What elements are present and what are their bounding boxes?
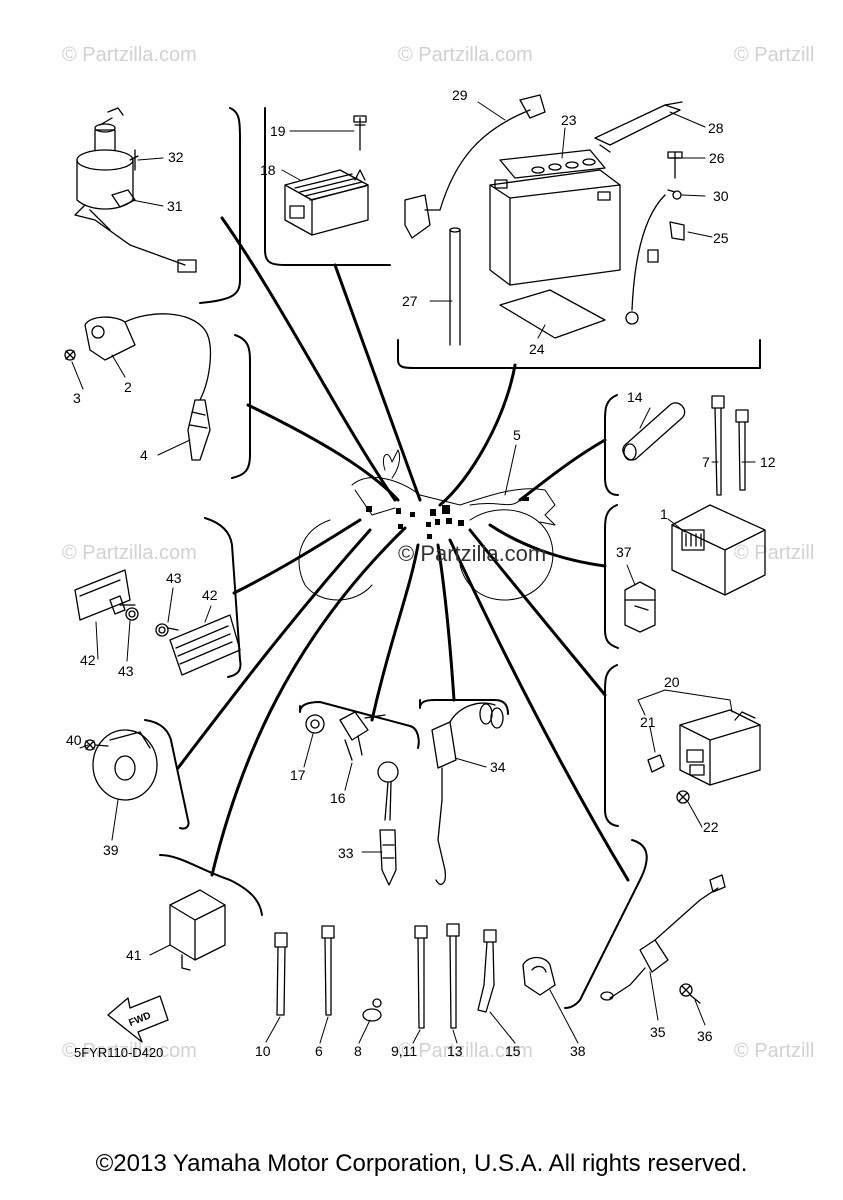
plug-lead-icon <box>377 761 399 886</box>
part-label-27: 27 <box>402 293 418 309</box>
group-brackets <box>144 107 761 1009</box>
minus-lead-icon <box>625 151 685 325</box>
part-label-40: 40 <box>66 732 82 748</box>
cable-tie-icon <box>711 395 725 496</box>
horn-icon <box>84 729 158 801</box>
relay-icon <box>624 581 656 633</box>
watermark: © Partzilla.com <box>62 1040 197 1062</box>
part-label-35: 35 <box>650 1024 666 1040</box>
part-label-41: 41 <box>126 947 142 963</box>
cable-tie-icon <box>446 923 460 1029</box>
part-label-16: 16 <box>330 790 346 806</box>
center-watermark: © Partzilla.com <box>398 541 547 566</box>
part-label-43: 43 <box>166 570 182 586</box>
part-label-3: 3 <box>73 390 81 406</box>
front-reflector-icon <box>155 614 241 676</box>
watermark: © Partzilla.com <box>62 542 197 564</box>
part-label-9-11: 9,11 <box>391 1043 417 1059</box>
main-switch-icon <box>74 107 197 273</box>
part-labels: 1 2 3 4 5 6 7 8 9,11 10 12 13 14 15 16 1… <box>66 87 776 1059</box>
battery-pad-icon <box>499 289 606 339</box>
turn-relay-icon <box>169 889 226 971</box>
part-label-19: 19 <box>270 123 286 139</box>
fwd-label: FWD <box>127 1010 152 1029</box>
cable-tie-icon <box>414 925 428 1029</box>
breather-hose-icon <box>449 227 461 346</box>
holder-icon <box>522 956 556 996</box>
band-icon <box>274 932 288 1016</box>
sensor-icon <box>600 874 726 1004</box>
part-label-8: 8 <box>354 1043 362 1059</box>
forward-arrow-icon <box>107 995 169 1043</box>
part-label-25: 25 <box>713 230 729 246</box>
watermark: © Partzilla.com <box>398 1040 533 1062</box>
part-label-36: 36 <box>697 1028 713 1044</box>
part-label-23: 23 <box>561 112 577 128</box>
part-label-26: 26 <box>709 150 725 166</box>
part-label-32: 32 <box>168 149 184 165</box>
part-label-22: 22 <box>703 819 719 835</box>
part-label-6: 6 <box>315 1043 323 1059</box>
connector-nodes <box>366 497 529 539</box>
part-label-21: 21 <box>640 714 656 730</box>
neutral-switch-icon <box>305 711 386 761</box>
cable-tie-icon <box>321 925 335 1016</box>
ignition-coil-icon <box>64 313 212 461</box>
part-label-42: 42 <box>80 652 96 668</box>
part-label-15: 15 <box>505 1043 521 1059</box>
part-label-12: 12 <box>760 454 776 470</box>
part-label-1: 1 <box>660 506 668 522</box>
part-label-34: 34 <box>490 759 506 775</box>
cdi-unit-icon <box>671 504 766 596</box>
part-label-33: 33 <box>338 845 354 861</box>
watermark: © Partzill <box>734 542 815 564</box>
part-label-17: 17 <box>290 767 306 783</box>
rectifier-regulator-icon <box>284 115 369 236</box>
leader-lines <box>176 216 630 882</box>
part-label-39: 39 <box>103 842 119 858</box>
clip-icon <box>362 998 382 1022</box>
cable-tie-icon <box>735 409 749 491</box>
watermark: © Partzill <box>734 44 815 66</box>
motorcycle-silhouette <box>298 449 556 601</box>
cable-tie-icon <box>477 929 497 1013</box>
diagram-code: 5FYR110-D420 <box>74 1045 164 1060</box>
watermark: © Partzilla.com <box>62 44 197 66</box>
part-label-30: 30 <box>713 188 729 204</box>
watermark: © Partzilla.com <box>398 44 533 66</box>
part-label-38: 38 <box>570 1043 586 1059</box>
part-label-31: 31 <box>167 198 183 214</box>
part-label-2: 2 <box>124 379 132 395</box>
starter-relay-icon <box>647 709 761 804</box>
part-label-13: 13 <box>447 1043 463 1059</box>
part-label-42: 42 <box>202 587 218 603</box>
switch-lead-icon <box>431 702 504 885</box>
hose-icon <box>622 402 686 461</box>
battery-icon <box>489 149 621 286</box>
part-label-7: 7 <box>702 454 710 470</box>
part-label-14: 14 <box>627 389 643 405</box>
part-label-24: 24 <box>529 341 545 357</box>
part-label-10: 10 <box>255 1043 271 1059</box>
part-label-43: 43 <box>118 663 134 679</box>
label-pointers <box>71 101 756 1044</box>
copyright-notice: ©2013 Yamaha Motor Corporation, U.S.A. A… <box>95 1150 748 1177</box>
battery-cable-icon <box>404 94 546 239</box>
part-label-5: 5 <box>513 427 521 443</box>
battery-band-icon <box>594 101 683 153</box>
part-label-29: 29 <box>452 87 468 103</box>
part-label-28: 28 <box>708 120 724 136</box>
rear-reflector-icon <box>74 569 139 621</box>
part-label-18: 18 <box>260 162 276 178</box>
part-label-4: 4 <box>140 447 148 463</box>
part-label-37: 37 <box>616 544 632 560</box>
watermark: © Partzill <box>734 1040 815 1062</box>
part-label-20: 20 <box>664 674 680 690</box>
